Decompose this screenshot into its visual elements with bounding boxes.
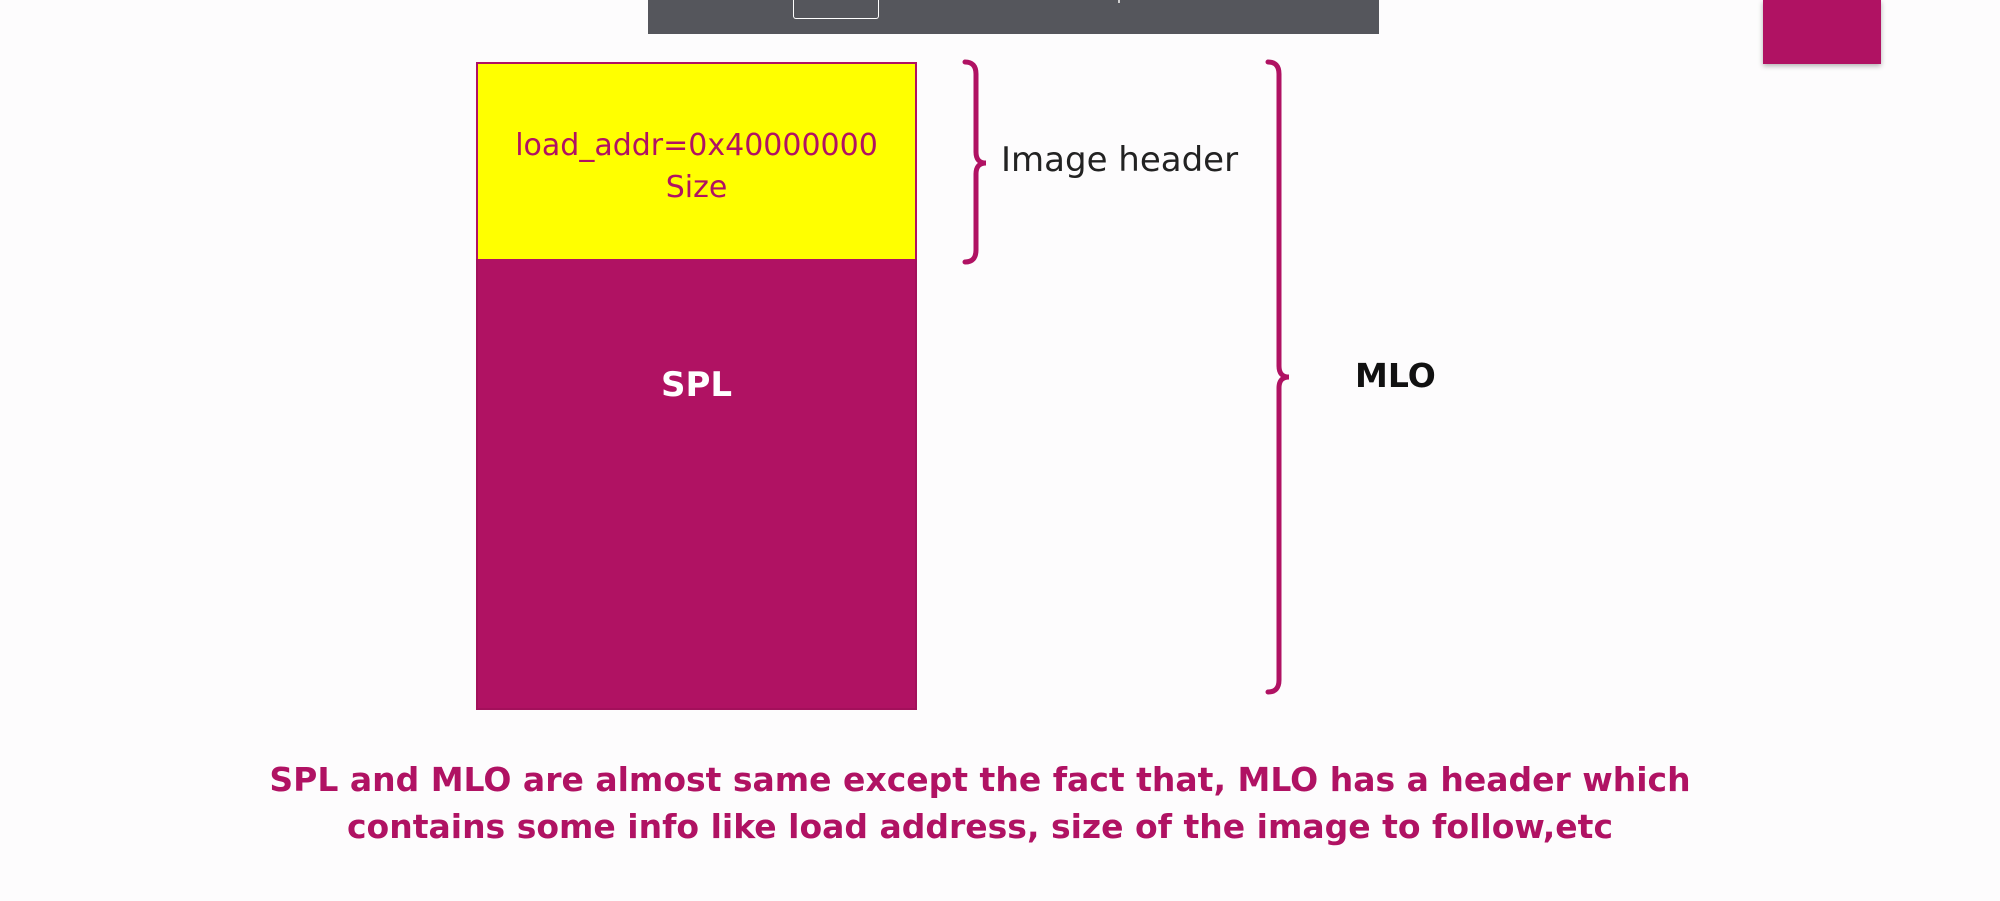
toolbar-button[interactable] (793, 0, 879, 19)
caption-line-1: SPL and MLO are almost same except the f… (269, 760, 1691, 799)
caption-line-2: contains some info like load address, si… (346, 807, 1614, 846)
toolbar-tick (1118, 0, 1120, 3)
slide-corner-accent (1763, 0, 1881, 64)
image-header-brace (962, 59, 987, 265)
presentation-toolbar (648, 0, 1379, 34)
spl-label: SPL (660, 365, 733, 405)
size-text: Size (665, 170, 728, 205)
mlo-label: MLO (1355, 356, 1436, 395)
image-header-label: Image header (1001, 140, 1239, 180)
image-header-block: load_addr=0x40000000 Size (476, 62, 917, 259)
caption: SPL and MLO are almost same except the f… (180, 756, 1780, 850)
spl-block: SPL (476, 259, 917, 710)
load-address-text: load_addr=0x40000000 (515, 128, 878, 163)
mlo-brace (1265, 59, 1290, 695)
